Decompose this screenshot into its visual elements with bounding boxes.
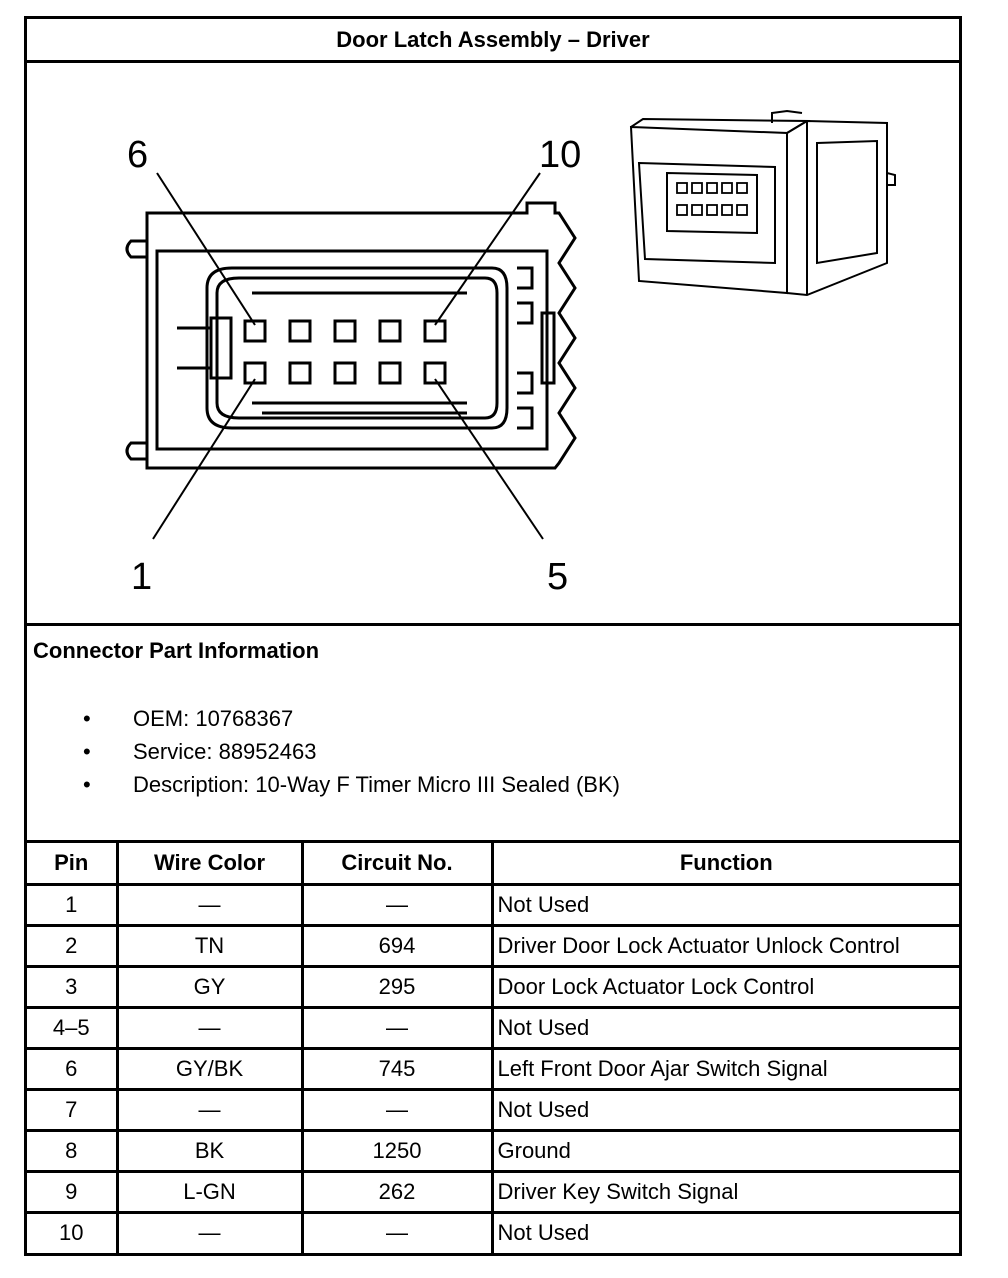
cell-wire-color: — [115,1210,304,1253]
table-row: 7——Not Used [27,1087,959,1132]
list-item: • Description: 10-Way F Timer Micro III S… [27,768,620,801]
bullet-icon: • [83,772,91,797]
connector-part-information: Connector Part Information • OEM: 1076836… [27,626,959,843]
cell-pin: 3 [27,964,119,1009]
cell-pin: 9 [27,1169,119,1214]
bullet-icon: • [83,706,91,731]
list-item: • Service: 88952463 [27,735,620,768]
cell-wire-color: GY/BK [115,1046,304,1091]
service-part: Service: 88952463 [133,739,317,764]
header-pin: Pin [27,843,119,886]
cell-wire-color: — [115,1005,304,1050]
cell-pin: 1 [27,882,119,927]
cell-wire-color: TN [115,923,304,968]
info-heading: Connector Part Information [33,638,320,663]
table-row: 10——Not Used [27,1210,959,1253]
cell-circuit: 745 [300,1046,494,1091]
cell-circuit: — [300,1087,494,1132]
pin-cavities [243,319,447,385]
cell-function: Left Front Door Ajar Switch Signal [490,1046,959,1091]
connector-sheet: Door Latch Assembly – Driver [24,16,962,1256]
table-row: 1——Not Used [27,882,959,927]
cell-circuit: — [300,1210,494,1253]
cell-wire-color: BK [115,1128,304,1173]
header-wire-color: Wire Color [115,843,304,886]
cell-circuit: 694 [300,923,494,968]
pin-label-5: 5 [547,556,568,598]
cell-circuit: — [300,882,494,927]
cell-function: Not Used [490,1087,959,1132]
pinout-table: Pin Wire Color Circuit No. Function 1——N… [27,843,959,1253]
cell-function: Not Used [490,882,959,927]
cell-circuit: 262 [300,1169,494,1214]
pin-label-1: 1 [131,556,152,598]
table-header-row: Pin Wire Color Circuit No. Function [27,843,959,886]
connector-isometric-view [629,109,896,297]
cell-wire-color: — [115,1087,304,1132]
cell-pin: 4–5 [27,1005,119,1050]
table-row: 4–5——Not Used [27,1005,959,1050]
cell-function: Ground [490,1128,959,1173]
cell-wire-color: GY [115,964,304,1009]
page-title: Door Latch Assembly – Driver [27,19,959,63]
cell-function: Not Used [490,1210,959,1253]
cell-pin: 7 [27,1087,119,1132]
header-function: Function [490,843,959,886]
cell-function: Driver Door Lock Actuator Unlock Control [490,923,959,968]
cell-pin: 6 [27,1046,119,1091]
description: Description: 10-Way F Timer Micro III Se… [133,772,620,797]
cell-circuit: 1250 [300,1128,494,1173]
cell-pin: 10 [27,1210,119,1253]
pin-label-6: 6 [127,134,148,176]
cell-circuit: — [300,1005,494,1050]
bullet-icon: • [83,739,91,764]
oem-part: OEM: 10768367 [133,706,294,731]
pin-label-10: 10 [539,134,581,176]
cell-wire-color: — [115,882,304,927]
cell-pin: 2 [27,923,119,968]
cell-function: Not Used [490,1005,959,1050]
connector-face-drawing: 6 10 1 5 [125,109,896,598]
list-item: • OEM: 10768367 [27,702,620,735]
cell-circuit: 295 [300,964,494,1009]
connector-diagram: 6 10 1 5 [27,63,959,626]
cell-wire-color: L-GN [115,1169,304,1214]
header-circuit-no: Circuit No. [300,843,494,886]
part-info-list: • OEM: 10768367 • Service: 88952463 • Descr… [27,702,620,801]
cell-pin: 8 [27,1128,119,1173]
cell-function: Door Lock Actuator Lock Control [490,964,959,1009]
cell-function: Driver Key Switch Signal [490,1169,959,1214]
